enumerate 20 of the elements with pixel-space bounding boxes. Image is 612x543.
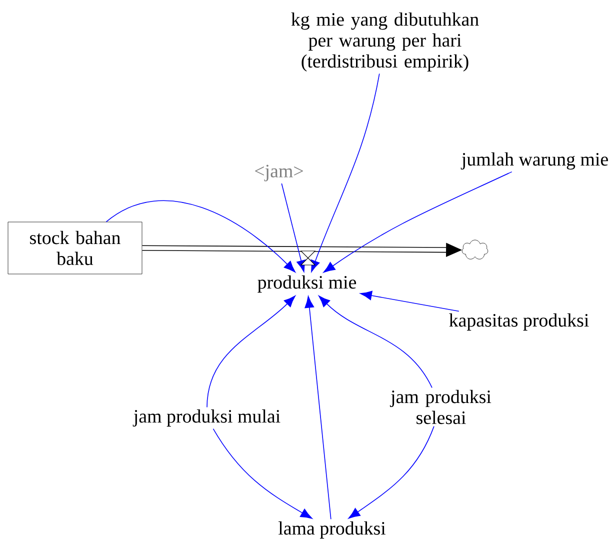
arrow [212, 428, 312, 519]
variable-label: kg mie yang dibutuhkan per warung per hari (terdistribusi empirik) [291, 12, 479, 72]
cloud-symbol [462, 240, 488, 260]
variable-label: produksi mie [258, 275, 356, 293]
arrow [106, 200, 296, 272]
arrow [206, 296, 296, 408]
stock-box: stock bahan baku [8, 222, 142, 274]
variable-label: <jam> [255, 164, 303, 182]
arrow [323, 171, 512, 273]
arrow [348, 426, 434, 519]
arrow [304, 296, 332, 520]
variable-label: kapasitas produksi [449, 313, 589, 331]
arrow [310, 73, 380, 272]
arrow [318, 296, 432, 388]
arrow [281, 183, 306, 272]
variable-label: lama produksi [278, 521, 386, 539]
variable-label: jumlah warung mie [460, 152, 608, 170]
variable-label: jam produksi selesai [390, 390, 492, 424]
variable-label: jam produksi mulai [132, 409, 280, 427]
arrow [360, 290, 460, 312]
